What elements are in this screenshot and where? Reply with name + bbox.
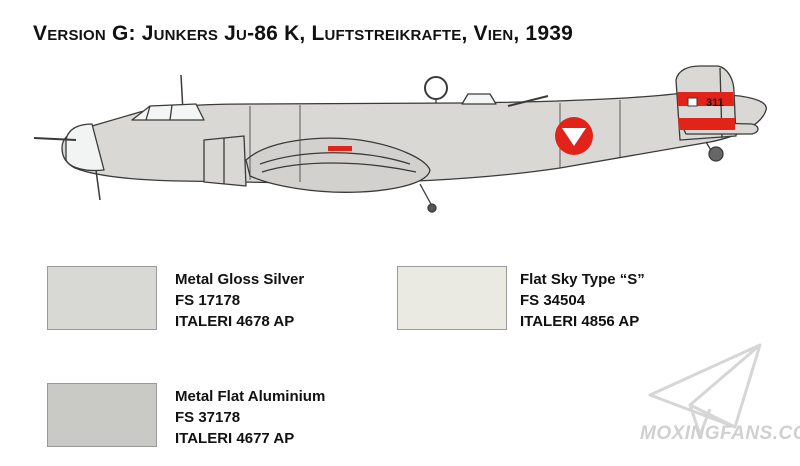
paint-label-flat-sky-type-s: Flat Sky Type “S” FS 34504 ITALERI 4856 … — [520, 269, 645, 332]
swatch-flat-sky-type-s — [397, 266, 507, 330]
paint-italeri-code: ITALERI 4856 AP — [520, 313, 640, 330]
paint-name: Flat Sky Type “S” — [520, 271, 645, 288]
aircraft-profile: 311 — [33, 65, 767, 213]
swatch-metal-flat-aluminium — [47, 383, 157, 447]
swatch-metal-gloss-silver — [47, 266, 157, 330]
paint-name: Metal Gloss Silver — [175, 271, 305, 288]
engine-nacelle — [203, 135, 247, 187]
paint-label-metal-flat-aluminium: Metal Flat Aluminium FS 37178 ITALERI 46… — [175, 386, 325, 449]
tail-wheel — [708, 146, 724, 162]
tail-code: 311 — [706, 97, 724, 109]
paint-italeri-code: ITALERI 4677 AP — [175, 430, 295, 447]
page-title: Version G: Junkers Ju-86 K, Luftstreikra… — [33, 22, 573, 45]
paint-label-metal-gloss-silver: Metal Gloss Silver FS 17178 ITALERI 4678… — [175, 269, 304, 332]
nose-glazing — [65, 123, 105, 172]
paint-fs-code: FS 37178 — [175, 409, 241, 426]
wing — [245, 137, 431, 193]
cockpit-canopy — [131, 103, 205, 121]
paper-plane-icon — [648, 343, 762, 437]
paint-italeri-code: ITALERI 4678 AP — [175, 313, 295, 330]
paint-fs-code: FS 34504 — [520, 292, 586, 309]
paint-name: Metal Flat Aluminium — [175, 388, 326, 405]
watermark-text: MOXINGFANS.COM — [640, 423, 800, 444]
paint-fs-code: FS 17178 — [175, 292, 241, 309]
antenna-loop — [424, 76, 448, 100]
